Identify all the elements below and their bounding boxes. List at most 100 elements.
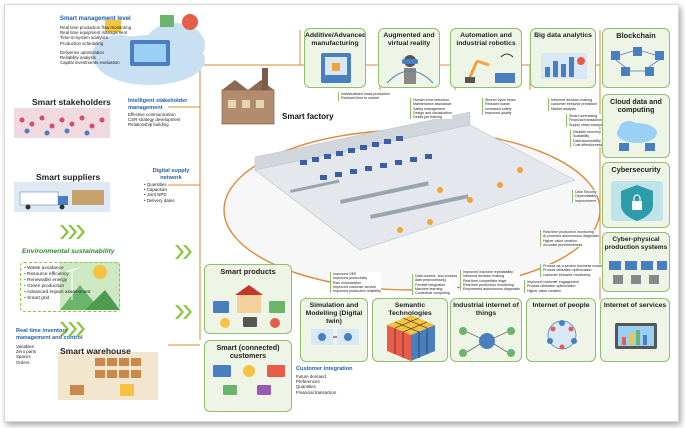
note-item: customer behavior prediction: [551, 102, 598, 107]
tech-iiot-illustration: [459, 327, 515, 357]
note-item: Dependability: [575, 194, 597, 199]
list-item: Variables: [16, 344, 34, 349]
suppliers-label: Digital supply network: [152, 168, 190, 181]
tech-title: Industrial internet of things: [453, 302, 519, 317]
note-item: Improved production reliability: [333, 289, 381, 294]
tech-cloud-illustration: [617, 121, 657, 151]
list-item: CSR strategy development: [128, 117, 181, 123]
note-item: Safety management: [413, 106, 446, 111]
tech-iiot-notes: Improved machine repeatability Informed …: [460, 270, 521, 292]
note-item: Product utilisation optimization: [527, 284, 576, 289]
tech-title: Big data analytics: [534, 32, 592, 39]
note-item: Cost effectiveness: [573, 142, 603, 147]
list-item: Resource efficiency: [24, 272, 91, 278]
suppliers-list: Quantities Capacities Joint NPD Delivery…: [144, 182, 175, 203]
smart-management-list: Real time production flow monitoring Rea…: [60, 25, 131, 65]
list-item: Effective communication: [128, 112, 176, 117]
tech-additive-notes: Individualised mass production Reduced t…: [338, 92, 391, 101]
smart-stakeholders-box: Smart stakeholders: [10, 92, 114, 142]
tech-big-data-box: Big data analytics: [530, 28, 596, 88]
tech-automation-box: Automation and industrial robotics: [450, 28, 522, 88]
note-item: Design and visualization: [413, 110, 452, 115]
tech-title: Cybersecurity: [611, 165, 661, 174]
tech-title: Automation and industrial robotics: [456, 32, 516, 47]
tech-ios-box: Internet of services: [600, 298, 670, 362]
tech-iop-illustration: [547, 320, 577, 350]
note-item: Product utilisation optimization: [543, 268, 592, 273]
note-item: Improved quality: [485, 110, 512, 115]
tech-cloud-box: Cloud data and computing: [602, 94, 670, 158]
note-item: Shorter cycle times: [485, 98, 516, 102]
stakeholders-label: Intelligent stakeholder management: [128, 98, 188, 111]
tech-title: Internet of people: [532, 302, 590, 309]
list-item: Preferences: [296, 379, 320, 385]
tech-title: Cloud data and computing: [610, 97, 662, 114]
environment-list: Waste avoidance Resource efficiency Rene…: [24, 266, 91, 302]
smart-products-box: Smart products: [204, 264, 292, 334]
stakeholders-crowd: [14, 108, 110, 138]
list-item: Waste avoidance: [24, 266, 91, 272]
note-item: Informed decision making: [463, 274, 504, 279]
tech-ar-vr-box: Augmented and virtual reality: [378, 28, 440, 88]
tech-automation-notes: Shorter cycle times Reduced waste Increa…: [482, 98, 516, 116]
tech-semantic-box: Semantic Technologies: [372, 298, 448, 362]
tech-cybersecurity-notes: Data Security Dependability Improvement: [572, 190, 597, 203]
note-item: Onsite job training: [413, 115, 442, 120]
rubiks-cube-icon: [387, 315, 435, 361]
note-item: customer behavior monitoring: [543, 272, 591, 277]
smart-stakeholders-title: Smart stakeholders: [32, 97, 111, 107]
list-item: Real time production flow monitoring: [60, 25, 132, 30]
tech-ar-vr-notes: Human error reduction Maintenance assist…: [410, 98, 452, 120]
tech-title: Semantic Technologies: [388, 302, 432, 317]
tech-blockchain-illustration: [611, 47, 664, 76]
stakeholders-list: Effective communication CSR strategy dev…: [128, 112, 180, 128]
list-item: Spaces: [16, 354, 31, 360]
environment-title: Environmental sustainability: [22, 248, 115, 255]
warehouse-list: Variables Zero parts Spaces Orders: [16, 344, 36, 365]
factory-robots: [397, 167, 523, 233]
note-item: Real time production monitoring: [463, 282, 514, 287]
smart-suppliers-title: Smart suppliers: [36, 172, 101, 182]
tech-title: Cyber-physical production systems: [604, 236, 668, 251]
list-item: Advanced impact assessment: [24, 290, 91, 296]
smart-factory-title: Smart factory: [282, 112, 334, 121]
note-item: Scalability: [573, 134, 590, 139]
tech-cpps-illustration: [609, 261, 667, 284]
note-item: Real time production monitoring: [543, 230, 594, 234]
environment-box: [20, 262, 120, 312]
note-item: Higher value creation: [543, 238, 577, 243]
tech-ios-notes: Product-as-a-service business model Prod…: [540, 264, 603, 277]
factory-building-icon: [221, 68, 275, 125]
tech-simulation-illustration: [311, 329, 359, 345]
smart-customers-box: Smart (connected) customers: [204, 340, 292, 412]
warehouse-label: Real time inventory management and contr…: [16, 328, 83, 341]
tech-semantic-notes: Data content- and process data preproces…: [412, 274, 458, 296]
customers-list: Future demand Preferences Quantities Fin…: [296, 374, 336, 395]
list-item: Zero parts: [16, 349, 37, 355]
tech-big-data-illustration: [541, 53, 587, 79]
tech-title: Internet of services: [603, 302, 667, 309]
tech-title: Augmented and virtual reality: [383, 32, 435, 47]
tech-simulation-notes: Improved OEE Improved productivity Risk …: [330, 272, 381, 294]
green-chevrons: [60, 225, 192, 336]
tech-automation-illustration: [465, 53, 515, 83]
tech-big-data-notes: Informed decision making customer behavi…: [548, 98, 598, 111]
note-item: data preprocessing: [415, 278, 446, 283]
tech-title: Simulation and Modelling (Digital twin): [305, 302, 363, 325]
tech-iop-notes: Improved customer engagement Product uti…: [524, 280, 579, 293]
tech-cloud-notes: Disaster recovery Scalability Data acces…: [570, 130, 603, 148]
note-item: Improved customer engagement: [527, 280, 579, 284]
smart-customers-title: Smart (connected) customers: [216, 343, 280, 360]
note-item: Smart contracting: [569, 114, 598, 118]
tech-cybersecurity-box: Cybersecurity: [602, 162, 670, 228]
list-item: Production scheduling: [60, 40, 104, 46]
suppliers-trucks: [14, 182, 110, 212]
warehouse-shelves: [58, 352, 158, 400]
note-item: Improved OEE: [333, 272, 357, 276]
shield-icon: [611, 181, 663, 221]
tech-title: Additive/Advanced manufacturing: [305, 32, 366, 47]
smart-management-title: Smart management level: [60, 16, 131, 22]
smart-customers-illustration: [213, 365, 285, 395]
note-item: Empowered autonomous diagnostic: [463, 287, 521, 292]
note-item: Flexible integration: [415, 282, 446, 287]
